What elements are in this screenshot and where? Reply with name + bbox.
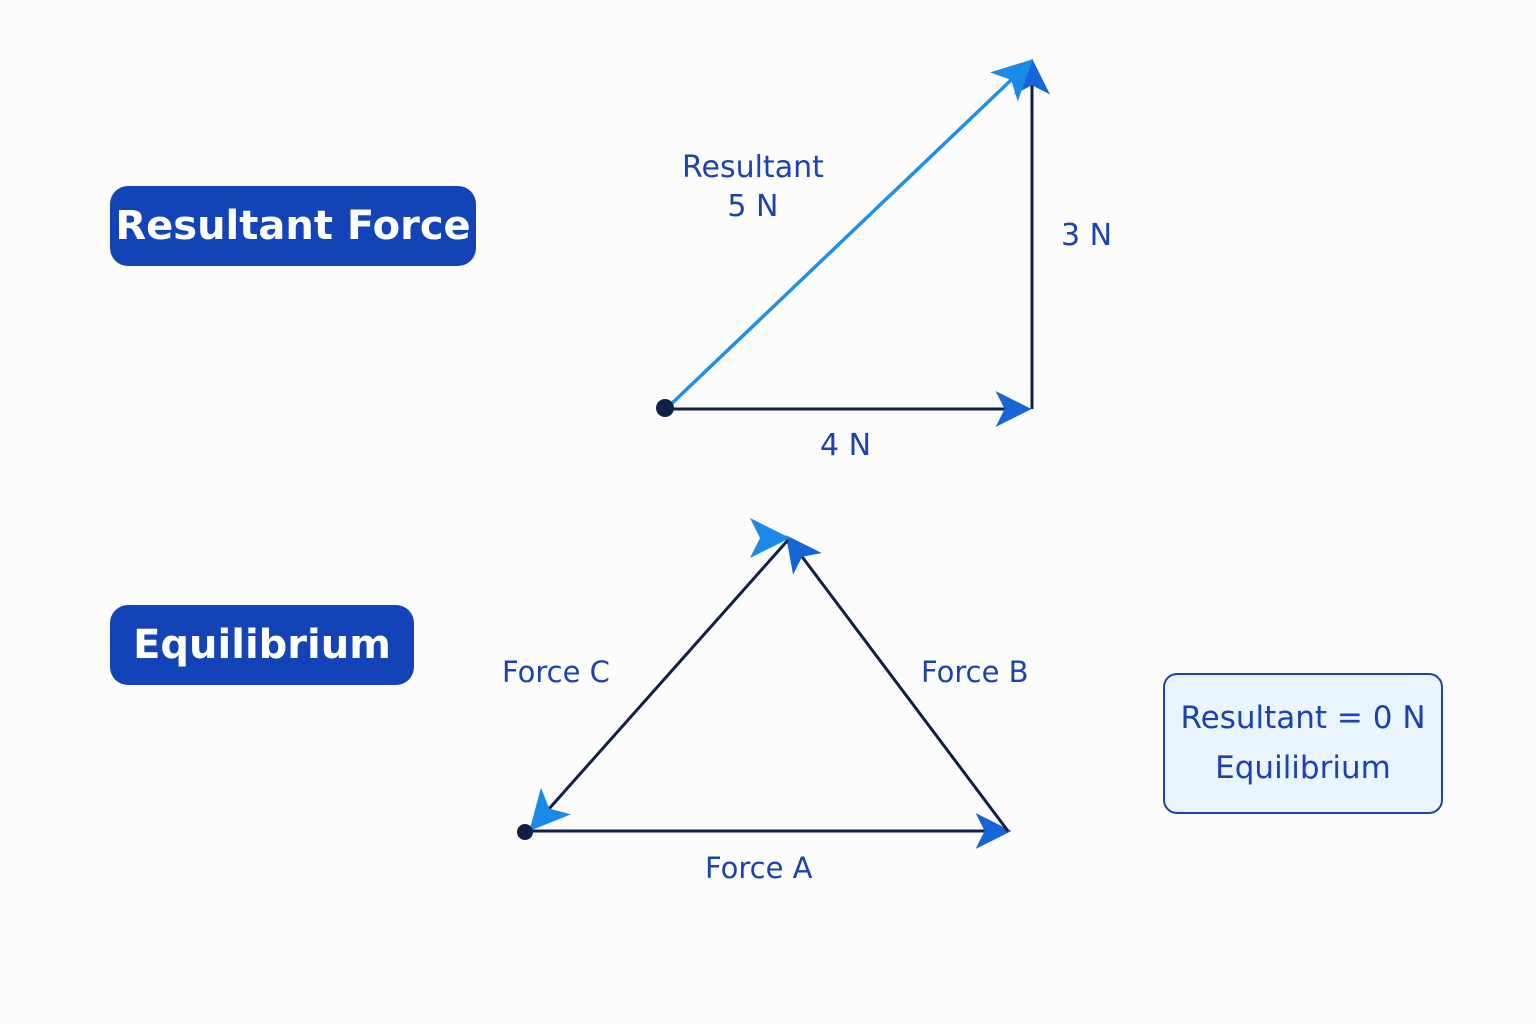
force-b-label: Force B [921, 655, 1029, 689]
resultant-label: Resultant 5 N [682, 148, 824, 226]
origin-point [656, 399, 674, 417]
resultant-label-line1: Resultant [682, 150, 824, 185]
result-box-line1: Resultant = 0 N [1180, 699, 1426, 736]
equilibrium-result-box: Resultant = 0 N Equilibrium [1163, 673, 1443, 814]
vector-resultant-5n [664, 59, 1033, 411]
vector-force-b [785, 535, 1010, 832]
horizontal-force-label: 4 N [820, 428, 872, 463]
vertical-force-label: 3 N [1061, 218, 1113, 253]
vector-force-c [529, 539, 790, 831]
resultant-force-heading: Resultant Force [110, 186, 476, 266]
resultant-label-line2: 5 N [727, 189, 779, 224]
force-a-label: Force A [705, 851, 813, 885]
equilibrium-heading: Equilibrium [110, 605, 414, 685]
force-c-label: Force C [502, 655, 610, 689]
equilibrium-origin-point [517, 824, 533, 840]
result-box-line2: Equilibrium [1215, 749, 1391, 786]
